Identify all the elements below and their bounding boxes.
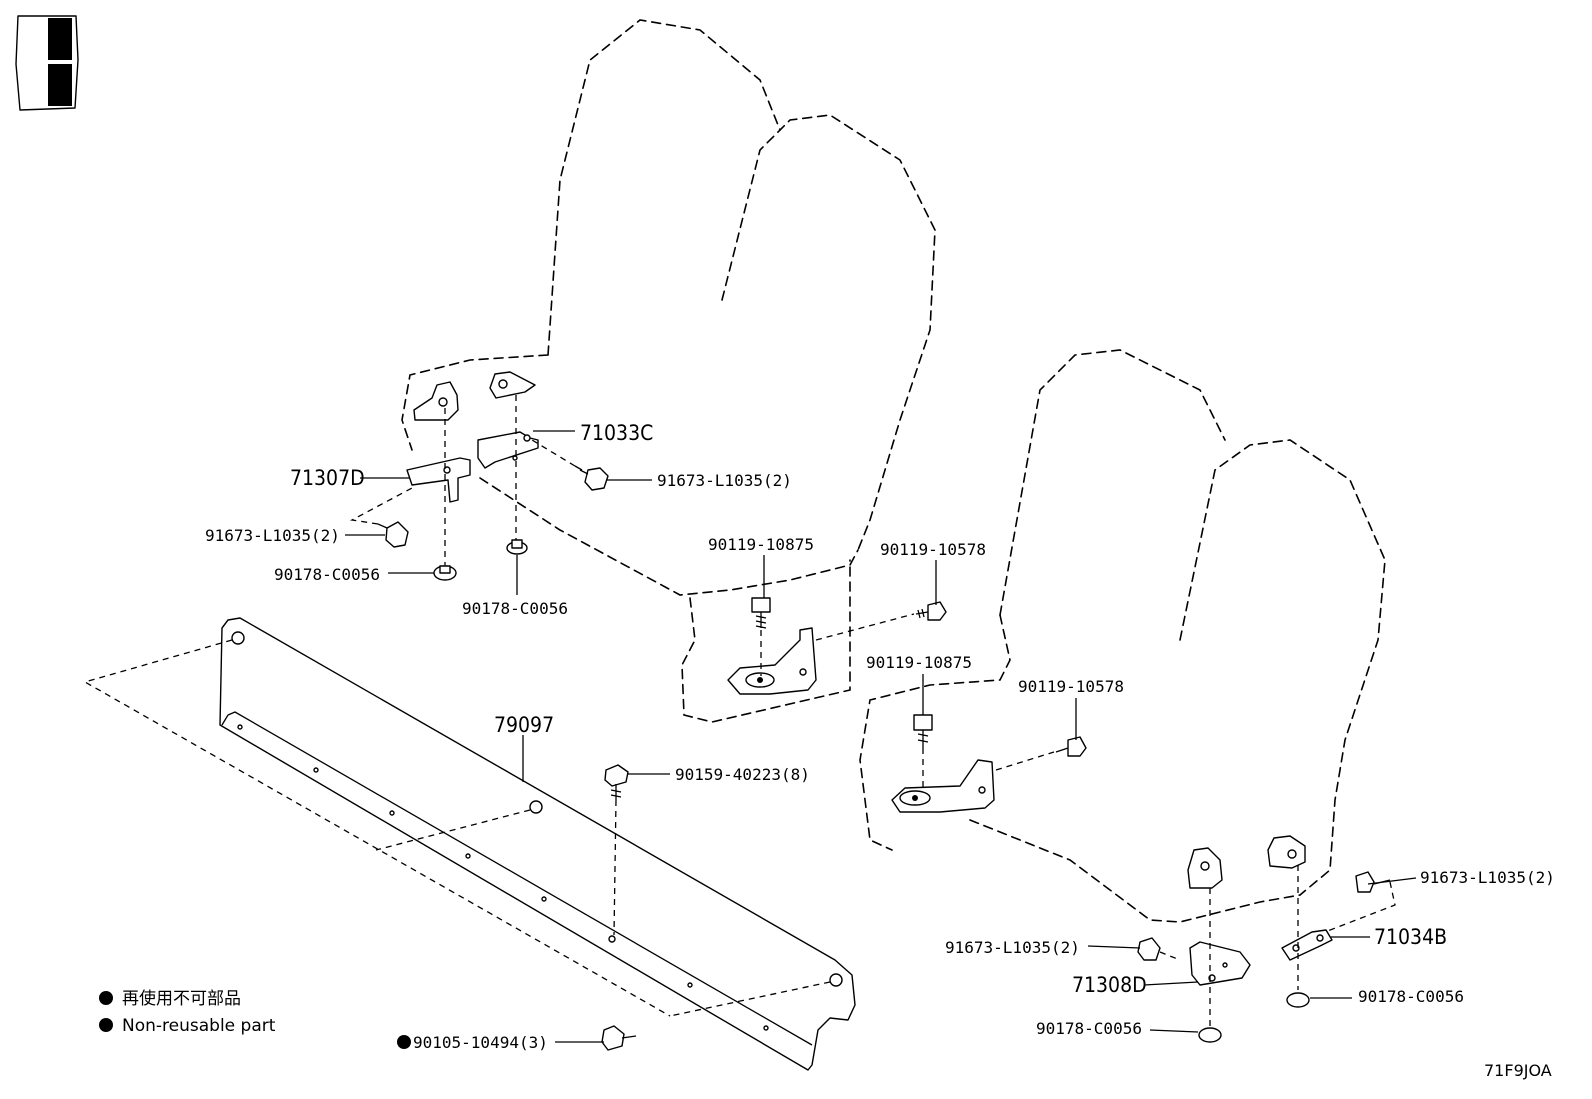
left-front-bracket-mount	[413, 381, 459, 421]
label-90178-right-a: 90178-C0056	[1358, 987, 1464, 1006]
label-91673-right-front: 91673-L1035(2)	[945, 938, 1080, 957]
bolt-left-rear	[574, 465, 609, 491]
label-91673-left-rear: 91673-L1035(2)	[657, 471, 792, 490]
bolt-90119-10875-left	[751, 597, 771, 629]
bracket-71033C	[477, 431, 539, 469]
label-79097: 79097	[494, 713, 554, 737]
right-front-bracket-mount	[1187, 847, 1223, 889]
right-seat-outline	[859, 349, 1386, 923]
label-71308D: 71308D	[1072, 973, 1147, 997]
leader-lines	[345, 430, 1417, 1043]
label-90119-10578-a: 90119-10578	[880, 540, 986, 559]
label-90105: 90105-10494(3)	[413, 1033, 548, 1052]
screw-90159	[604, 764, 629, 936]
non-reusable-marker-90105	[397, 1035, 411, 1049]
legend-bullet-1	[99, 991, 113, 1005]
bolt-90119-10578-left	[915, 601, 947, 621]
bolt-90119-10875-right	[913, 714, 933, 748]
label-90178-left-a: 90178-C0056	[274, 565, 380, 584]
label-90119-10875-a: 90119-10875	[708, 535, 814, 554]
bolt-right-front	[1137, 937, 1161, 961]
screw-90105	[601, 1025, 637, 1051]
anchor-plate-left	[727, 627, 817, 695]
nut-left-a	[433, 565, 457, 581]
cover-holes	[237, 724, 769, 1031]
bolt-left-front	[377, 521, 409, 548]
legend-text-english: Non-reusable part	[122, 1016, 276, 1036]
label-90119-10578-b: 90119-10578	[1018, 677, 1124, 696]
left-seat-outline	[401, 19, 936, 723]
nut-left-b	[506, 539, 528, 555]
legend-bullet-2	[99, 1018, 113, 1032]
legend: 再使用不可部品 Non-reusable part	[99, 988, 276, 1036]
dash-right-anchor	[922, 748, 1055, 792]
left-rear-bracket-mount	[489, 371, 536, 399]
label-71034B: 71034B	[1374, 925, 1447, 949]
label-91673-left-front: 91673-L1035(2)	[205, 526, 340, 545]
label-71307D: 71307D	[290, 466, 365, 490]
bracket-71034B	[1281, 929, 1333, 961]
anchor-plate-right	[891, 759, 995, 813]
bracket-71308D	[1189, 941, 1251, 986]
nut-right-a	[1286, 992, 1310, 1008]
legend-text-japanese: 再使用不可部品	[122, 988, 241, 1009]
dashes-right	[1159, 865, 1396, 1026]
diagram-code: 71F9JOA	[1484, 1061, 1552, 1080]
side-cover-79097	[83, 617, 856, 1071]
bolt-90119-10578-right	[1055, 736, 1087, 757]
bracket-71307D	[406, 457, 471, 503]
right-rear-bracket-mount	[1267, 835, 1306, 869]
label-91673-right-rear: 91673-L1035(2)	[1420, 868, 1555, 887]
label-90178-right-b: 90178-C0056	[1036, 1019, 1142, 1038]
section-index-icon	[15, 15, 79, 111]
label-90119-10875-b: 90119-10875	[866, 653, 972, 672]
label-71033C: 71033C	[580, 421, 653, 445]
label-90178-left-b: 90178-C0056	[462, 599, 568, 618]
dash-left-anchor	[760, 613, 915, 676]
label-90159: 90159-40223(8)	[675, 765, 810, 784]
nut-right-b	[1198, 1027, 1222, 1043]
dashes-left	[349, 395, 576, 565]
